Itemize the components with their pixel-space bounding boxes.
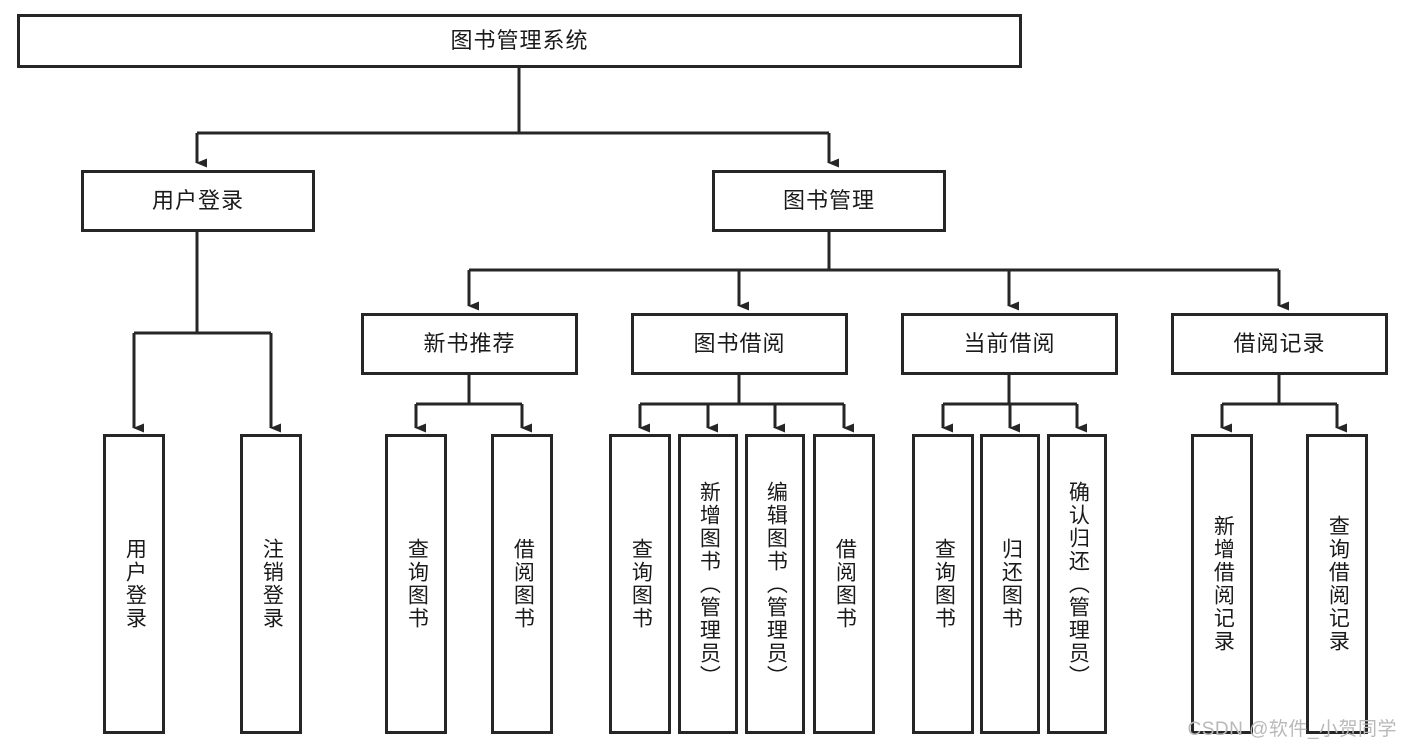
node-leaf-query-book-2[interactable]: 查询图书 bbox=[609, 434, 671, 734]
node-label: 归还图书 bbox=[999, 538, 1023, 630]
node-label: 查询图书 bbox=[932, 538, 956, 630]
node-leaf-edit-book[interactable]: 编辑图书（管理员） bbox=[745, 434, 805, 734]
node-leaf-query-book-1[interactable]: 查询图书 bbox=[385, 434, 447, 734]
node-user-login[interactable]: 用户登录 bbox=[81, 170, 315, 232]
node-label: 借阅记录 bbox=[1233, 330, 1326, 356]
node-label: 借阅图书 bbox=[833, 538, 857, 630]
node-current-borrow[interactable]: 当前借阅 bbox=[901, 313, 1118, 375]
node-leaf-return-book[interactable]: 归还图书 bbox=[980, 434, 1040, 734]
node-label: 注销登录 bbox=[260, 538, 284, 630]
node-label: 编辑图书（管理员） bbox=[764, 480, 788, 688]
node-leaf-borrow-book-1[interactable]: 借阅图书 bbox=[491, 434, 553, 734]
node-label: 确认归还（管理员） bbox=[1066, 480, 1090, 688]
node-label: 新书推荐 bbox=[423, 330, 516, 356]
node-label: 用户登录 bbox=[151, 187, 244, 213]
node-book-borrow[interactable]: 图书借阅 bbox=[631, 313, 848, 375]
node-label: 查询图书 bbox=[405, 538, 429, 630]
node-leaf-query-record[interactable]: 查询借阅记录 bbox=[1306, 434, 1368, 734]
node-leaf-add-record[interactable]: 新增借阅记录 bbox=[1191, 434, 1253, 734]
node-borrow-record[interactable]: 借阅记录 bbox=[1171, 313, 1388, 375]
node-label: 图书管理 bbox=[782, 187, 875, 213]
node-label: 查询图书 bbox=[629, 538, 653, 630]
node-label: 图书管理系统 bbox=[450, 27, 589, 53]
node-leaf-confirm-return[interactable]: 确认归还（管理员） bbox=[1047, 434, 1107, 734]
node-leaf-add-book[interactable]: 新增图书（管理员） bbox=[678, 434, 738, 734]
node-label: 用户登录 bbox=[123, 538, 147, 630]
csdn-watermark: CSDN @软件_小贺同学 bbox=[1187, 719, 1397, 740]
node-new-book-recommend[interactable]: 新书推荐 bbox=[361, 313, 578, 375]
node-leaf-query-book-3[interactable]: 查询图书 bbox=[912, 434, 974, 734]
node-label: 新增借阅记录 bbox=[1211, 515, 1235, 653]
node-label: 新增图书（管理员） bbox=[697, 480, 721, 688]
node-leaf-user-login[interactable]: 用户登录 bbox=[103, 434, 165, 734]
node-label: 借阅图书 bbox=[511, 538, 535, 630]
node-book-management[interactable]: 图书管理 bbox=[712, 170, 946, 232]
node-label: 图书借阅 bbox=[693, 330, 786, 356]
node-label: 查询借阅记录 bbox=[1326, 515, 1350, 653]
node-leaf-borrow-book-2[interactable]: 借阅图书 bbox=[813, 434, 875, 734]
node-leaf-user-logout[interactable]: 注销登录 bbox=[240, 434, 302, 734]
node-label: 当前借阅 bbox=[963, 330, 1056, 356]
node-root-book-management-system[interactable]: 图书管理系统 bbox=[17, 14, 1022, 68]
